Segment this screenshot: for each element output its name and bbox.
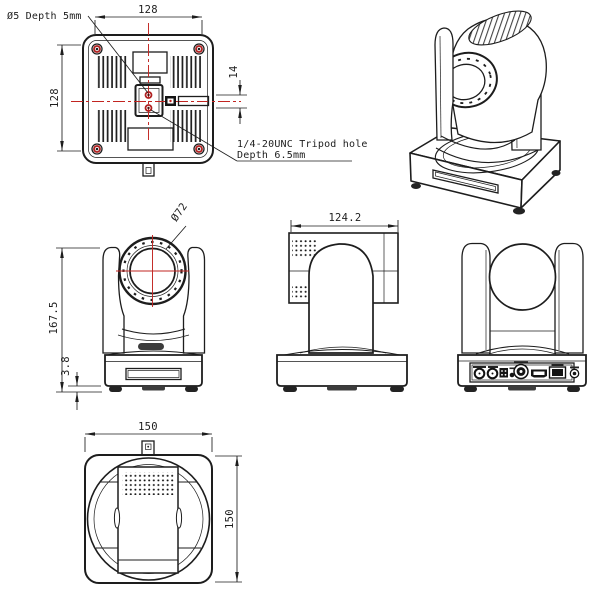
audio-jack: [509, 372, 515, 378]
top-view: 150 150: [84, 421, 242, 584]
front-lens: [116, 235, 189, 307]
iso-camera-head: [449, 17, 547, 144]
front-view: 167.5 3.8 Ø72: [48, 201, 206, 410]
dim-bottom-width: 128: [94, 4, 203, 34]
top-cable-tab: [141, 440, 155, 456]
bottom-view: 128 128 14 Ø5 Depth 5mm 1/4-20UNC Tripod…: [7, 4, 368, 177]
turntable-circle: [86, 457, 211, 581]
dim-top-depth-label: 150: [224, 509, 236, 529]
dim-head-depth: 124.2: [290, 212, 399, 232]
dim-foot-height-label: 3.8: [60, 356, 72, 376]
isometric-view: [409, 10, 561, 215]
top-vent-dots: [122, 472, 174, 495]
rear-head: [488, 243, 557, 311]
callout-tripod-hole: 1/4-20UNC Tripod hole Depth 6.5mm: [150, 109, 368, 162]
side-base: [276, 354, 408, 392]
cable-tab: [142, 162, 155, 177]
dim-top-depth: 150: [215, 455, 242, 583]
front-right-arm: [182, 246, 206, 354]
dim-head-depth-label: 124.2: [328, 212, 361, 224]
side-arm: [308, 243, 374, 354]
brand-logo: [138, 343, 164, 350]
dim-bottom-height-label: 128: [49, 88, 61, 108]
dim-hole-spacing-label: 14: [228, 65, 240, 78]
iso-head-vents: [468, 10, 532, 46]
screw-hole: [144, 91, 153, 99]
bottom-connector: [165, 95, 210, 107]
callout-screw-hole-label: Ø5 Depth 5mm: [7, 10, 82, 22]
rear-view: [457, 242, 587, 392]
front-base: [104, 354, 203, 392]
rear-right-arm: [554, 242, 584, 354]
front-left-foot: [109, 386, 122, 392]
dim-total-height-label: 167.5: [48, 301, 60, 334]
callout-tripod-line1: 1/4-20UNC Tripod hole: [237, 139, 368, 150]
front-right-foot: [185, 386, 198, 392]
callout-screw-hole: Ø5 Depth 5mm: [7, 10, 149, 94]
callout-tripod-line2: Depth 6.5mm: [237, 150, 305, 161]
corner-screws: [91, 43, 205, 155]
dim-top-width: 150: [84, 421, 213, 452]
side-vent-upper: [292, 238, 316, 258]
dim-top-width-label: 150: [138, 421, 158, 433]
dim-hole-spacing: 14: [216, 65, 247, 124]
rear-connector-panel: [473, 361, 580, 380]
dim-foot-height: 3.8: [60, 356, 101, 410]
vent-slats: [96, 56, 127, 88]
side-vent-lower: [292, 286, 310, 300]
side-view: 124.2: [276, 212, 408, 392]
dim-bottom-height: 128: [49, 44, 81, 152]
dim-total-height: 167.5: [48, 247, 102, 393]
dim-bottom-width-label: 128: [138, 4, 158, 16]
front-left-arm: [102, 246, 125, 354]
top-head: [113, 466, 183, 574]
tripod-hole: [144, 104, 153, 112]
dip-switch: [499, 368, 508, 378]
iso-left-arm: [434, 27, 454, 141]
rear-left-arm: [461, 242, 491, 354]
